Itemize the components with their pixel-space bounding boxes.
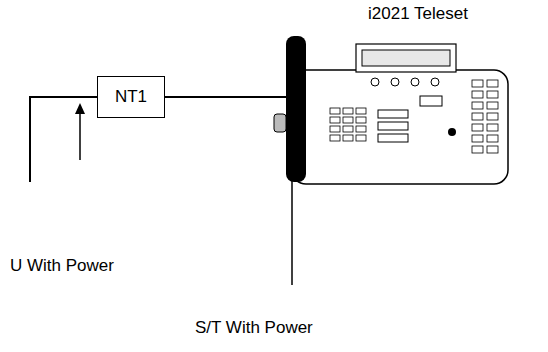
teleset-node: i2021 Teleset bbox=[286, 4, 508, 184]
u-wire bbox=[30, 97, 97, 182]
handset bbox=[274, 36, 306, 182]
nt1-box: NT1 bbox=[97, 76, 165, 118]
signal-label: S/T With Power bbox=[195, 318, 313, 338]
device-title: i2021 Teleset bbox=[286, 4, 508, 24]
phone-body bbox=[292, 44, 508, 184]
connector-line bbox=[165, 96, 286, 98]
box-label: NT1 bbox=[115, 87, 147, 107]
signal-label: U With Power bbox=[10, 256, 114, 276]
pointer-arrow bbox=[75, 103, 85, 160]
